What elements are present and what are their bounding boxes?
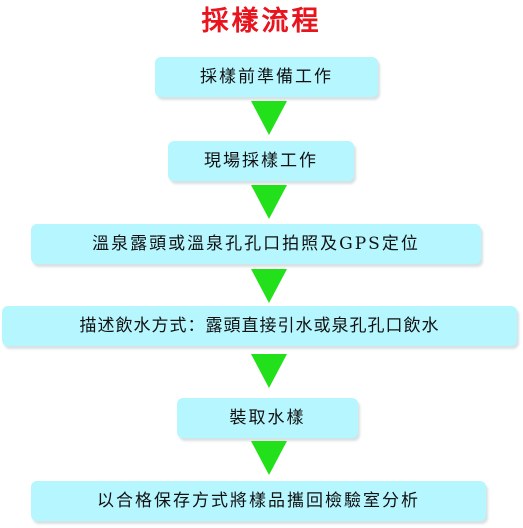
- page-title: 採樣流程: [201, 6, 322, 37]
- step-box-2: 現場採樣工作: [168, 141, 354, 181]
- arrow-down-icon: [251, 101, 287, 135]
- step-box-1: 採樣前準備工作: [155, 57, 378, 97]
- step-box-3: 溫泉露頭或溫泉孔孔口拍照及GPS定位: [31, 224, 481, 264]
- arrow-down-icon: [251, 441, 287, 475]
- step-box-6: 以合格保存方式將樣品攜回檢驗室分析: [31, 481, 486, 521]
- arrow-down-icon: [251, 185, 287, 219]
- arrow-down-icon: [251, 354, 287, 388]
- step-box-4: 描述飲水方式：露頭直接引水或泉孔孔口飲水: [2, 306, 517, 346]
- step-box-5: 裝取水樣: [177, 398, 358, 438]
- arrow-down-icon: [251, 269, 287, 303]
